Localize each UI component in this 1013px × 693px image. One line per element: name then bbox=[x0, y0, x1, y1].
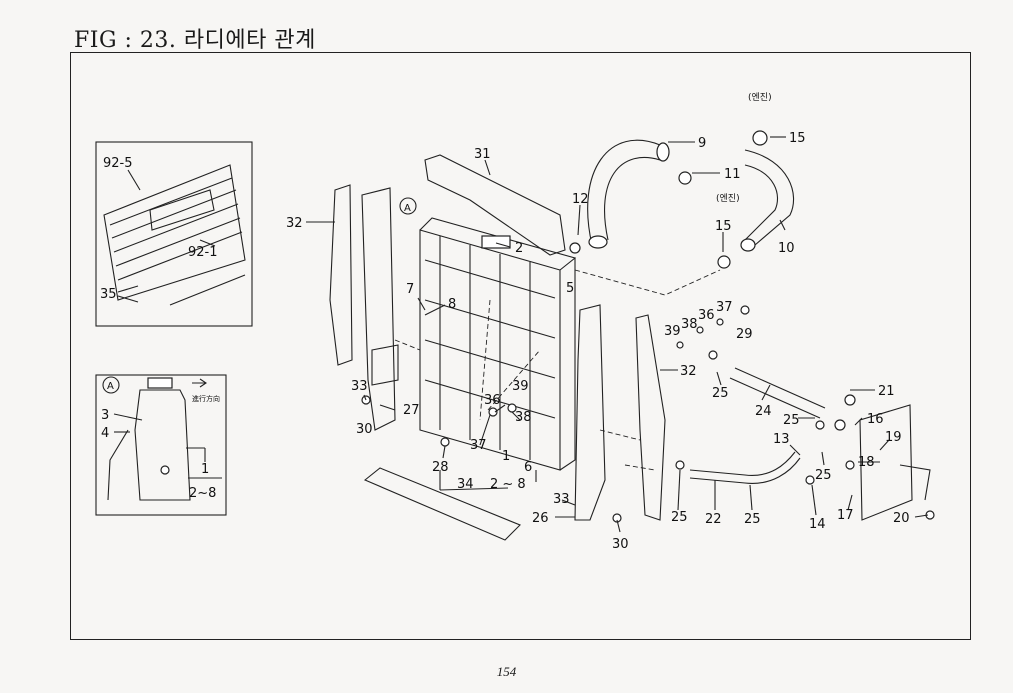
callout-34: 34 bbox=[457, 477, 474, 492]
radiator-core bbox=[419, 217, 577, 471]
engine-note-top: (엔진) bbox=[748, 92, 772, 103]
callout-39-left: 39 bbox=[512, 379, 529, 394]
leader-lines bbox=[306, 136, 929, 533]
callout-10: 10 bbox=[778, 241, 795, 256]
callout-6: 6 bbox=[524, 460, 532, 475]
lower-hose-10 bbox=[740, 149, 794, 252]
callout-27: 27 bbox=[403, 403, 420, 418]
page-number: 154 bbox=[496, 664, 517, 679]
grille-drawing bbox=[103, 164, 246, 306]
diagram-frame bbox=[70, 52, 971, 640]
callout-25-b: 25 bbox=[783, 413, 800, 428]
callout-15-mid: 15 bbox=[715, 219, 732, 234]
callout-35: 35 bbox=[100, 287, 117, 302]
callout-a-inset: A bbox=[107, 381, 114, 392]
callout-15-top: 15 bbox=[789, 131, 806, 146]
callout-37-right: 37 bbox=[716, 300, 733, 315]
callout-24: 24 bbox=[755, 404, 772, 419]
callout-25-d: 25 bbox=[671, 510, 688, 525]
callout-25-c: 25 bbox=[815, 468, 832, 483]
detail-a-drawing bbox=[107, 377, 207, 501]
callout-7: 7 bbox=[406, 282, 414, 297]
callout-2-8-main: 2 ~ 8 bbox=[490, 477, 526, 492]
upper-hose-9 bbox=[587, 139, 670, 249]
callout-a-main: A bbox=[404, 203, 411, 214]
right-baffle-32 bbox=[635, 314, 666, 521]
left-support-27 bbox=[361, 187, 399, 431]
callout-30-right: 30 bbox=[612, 537, 629, 552]
callout-31: 31 bbox=[474, 147, 491, 162]
callout-25-e: 25 bbox=[744, 512, 761, 527]
callout-13: 13 bbox=[773, 432, 790, 447]
right-support-26 bbox=[574, 304, 606, 521]
reservoir-bracket bbox=[859, 404, 931, 521]
callout-22: 22 bbox=[705, 512, 722, 527]
callout-32-right: 32 bbox=[680, 364, 697, 379]
callout-20: 20 bbox=[893, 511, 910, 526]
upper-baffle-31 bbox=[424, 154, 566, 256]
callout-36-right: 36 bbox=[698, 308, 715, 323]
callout-30-left: 30 bbox=[356, 422, 373, 437]
callout-19: 19 bbox=[885, 430, 902, 445]
callout-18: 18 bbox=[858, 455, 875, 470]
callout-5: 5 bbox=[566, 281, 574, 296]
callout-14: 14 bbox=[809, 517, 826, 532]
bottom-plate-34 bbox=[363, 467, 521, 541]
callout-1-inset: 1 bbox=[201, 462, 209, 477]
callout-32-left: 32 bbox=[286, 216, 303, 231]
callout-9: 9 bbox=[698, 136, 706, 151]
inset-grille-box bbox=[95, 141, 253, 327]
inset-detail-a-box bbox=[95, 374, 227, 516]
callout-3: 3 bbox=[101, 408, 109, 423]
callout-26: 26 bbox=[532, 511, 549, 526]
callout-12: 12 bbox=[572, 192, 589, 207]
callout-92-1: 92-1 bbox=[188, 245, 218, 260]
callout-39-right: 39 bbox=[664, 324, 681, 339]
callout-38-right: 38 bbox=[681, 317, 698, 332]
callout-17: 17 bbox=[837, 508, 854, 523]
callout-1-main: 1 bbox=[502, 449, 510, 464]
engine-note-mid: (엔진) bbox=[716, 193, 740, 204]
callout-8: 8 bbox=[448, 297, 456, 312]
figure-title: FIG : 23. 라디에타 관계 bbox=[74, 28, 316, 53]
callout-16: 16 bbox=[867, 412, 884, 427]
callout-92-5: 92-5 bbox=[103, 156, 133, 171]
callout-21: 21 bbox=[878, 384, 895, 399]
callout-37-left: 37 bbox=[470, 438, 487, 453]
callout-36-left: 36 bbox=[484, 393, 501, 408]
callout-25-a: 25 bbox=[712, 386, 729, 401]
callout-11: 11 bbox=[724, 167, 741, 182]
reserve-hose-24 bbox=[729, 367, 826, 419]
callout-33-left: 33 bbox=[351, 379, 368, 394]
detail-a-marker bbox=[102, 376, 120, 394]
callout-33-right: 33 bbox=[553, 492, 570, 507]
callout-28: 28 bbox=[432, 460, 449, 475]
direction-note: 進行方向 bbox=[192, 394, 220, 403]
callout-2-8-inset: 2~8 bbox=[189, 486, 216, 501]
detail-a-main-marker bbox=[399, 197, 417, 215]
callout-29: 29 bbox=[736, 327, 753, 342]
callout-38-left: 38 bbox=[515, 410, 532, 425]
callout-2: 2 bbox=[515, 241, 523, 256]
overflow-hose-22 bbox=[689, 451, 801, 484]
callout-4: 4 bbox=[101, 426, 109, 441]
left-baffle-32 bbox=[329, 184, 353, 366]
